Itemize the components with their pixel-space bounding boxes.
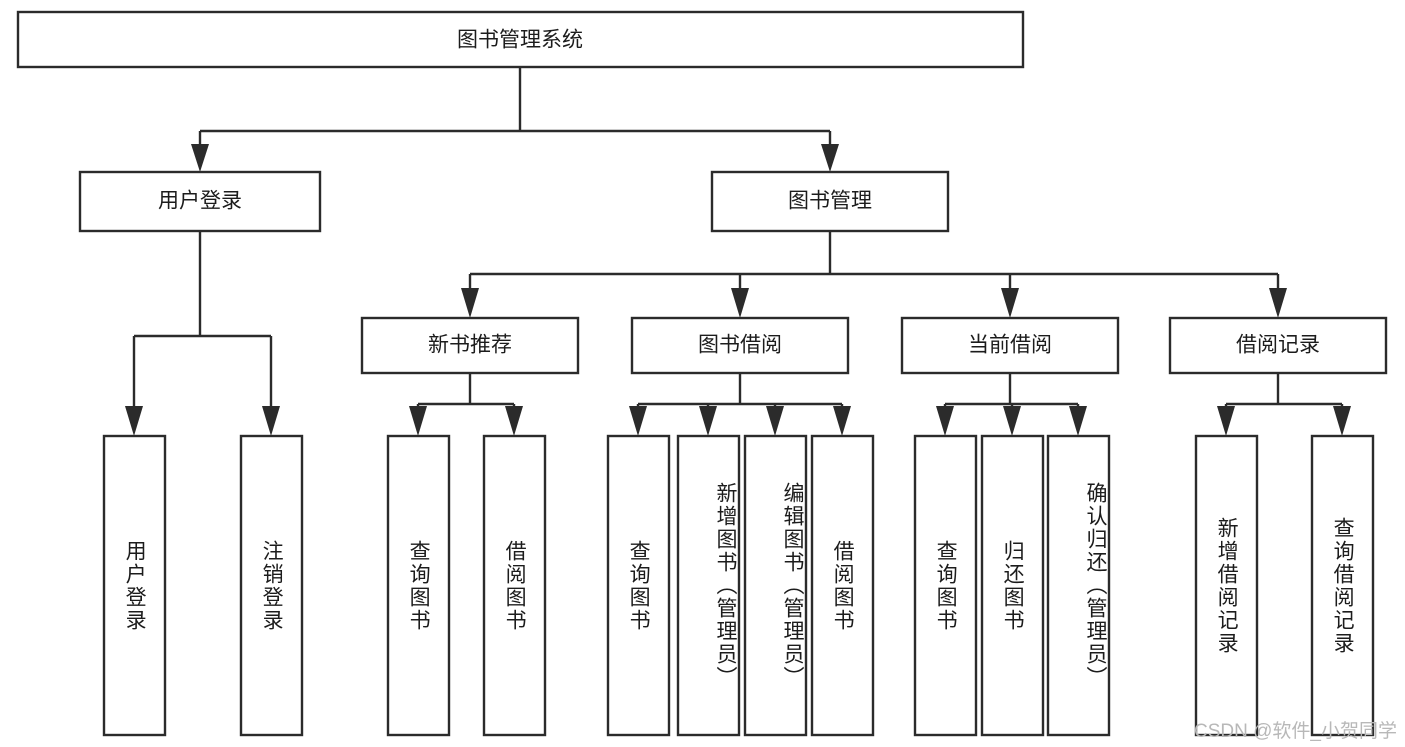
node-user-login[interactable]: 用户登录 (78, 170, 322, 233)
connector-borrowrecord-to-leaves (1217, 373, 1351, 436)
node-new-book-recommend-label: 新书推荐 (428, 334, 512, 357)
leaf-box-newbook-borrow[interactable] (482, 434, 547, 737)
node-root[interactable]: 图书管理系统 (16, 10, 1025, 69)
leaf-box-user-login-signout[interactable] (239, 434, 304, 737)
leaf-box-bookborrow-add[interactable] (676, 434, 741, 737)
connector-currentborrow-to-leaves (936, 373, 1087, 436)
leaf-box-borrowrecord-query[interactable] (1310, 434, 1375, 737)
node-user-login-label: 用户登录 (158, 190, 242, 213)
node-borrow-record-label: 借阅记录 (1236, 334, 1320, 357)
connector-userlogin-to-leaves (125, 231, 280, 436)
leaf-box-currentborrow-query[interactable] (913, 434, 978, 737)
node-current-borrow-label: 当前借阅 (968, 334, 1052, 357)
node-current-borrow[interactable]: 当前借阅 (900, 316, 1120, 375)
leaf-box-bookborrow-borrow[interactable] (810, 434, 875, 737)
node-book-management-label: 图书管理 (788, 190, 872, 213)
connector-newbook-to-leaves (409, 373, 523, 436)
leaf-box-currentborrow-confirm[interactable] (1046, 434, 1111, 737)
leaf-box-bookborrow-query[interactable] (606, 434, 671, 737)
connector-root-to-level2 (191, 67, 839, 172)
leaf-box-bookborrow-edit[interactable] (743, 434, 808, 737)
node-borrow-record[interactable]: 借阅记录 (1168, 316, 1388, 375)
watermark-text: CSDN @软件_小贺同学 (1194, 721, 1397, 742)
node-book-borrow[interactable]: 图书借阅 (630, 316, 850, 375)
leaf-box-currentborrow-return[interactable] (980, 434, 1045, 737)
node-new-book-recommend[interactable]: 新书推荐 (360, 316, 580, 375)
leaf-box-user-login-signin[interactable] (102, 434, 167, 737)
leaf-box-newbook-query[interactable] (386, 434, 451, 737)
node-book-management[interactable]: 图书管理 (710, 170, 950, 233)
leaf-box-borrowrecord-add[interactable] (1194, 434, 1259, 737)
node-root-label: 图书管理系统 (457, 29, 583, 52)
connector-bookborrow-to-leaves (629, 373, 851, 436)
node-book-borrow-label: 图书借阅 (698, 334, 782, 357)
connector-bookmgmt-to-level3 (461, 231, 1287, 318)
